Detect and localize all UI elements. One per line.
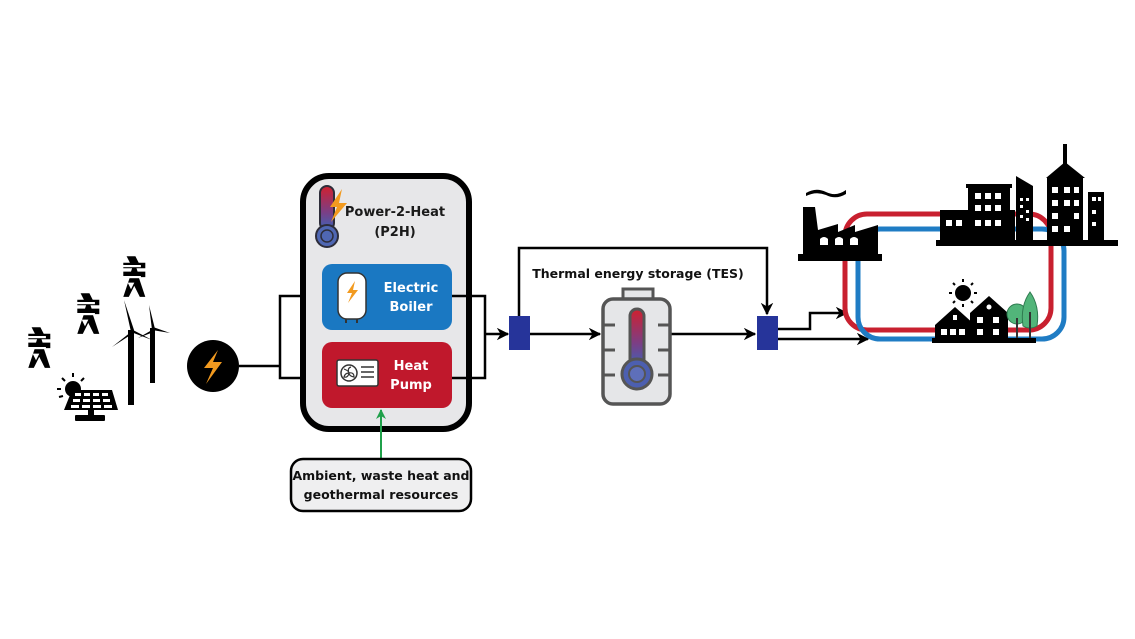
factory-icon (798, 189, 882, 261)
energy-sources (26, 256, 170, 421)
p2h-panel: Power-2-Heat (P2H) Electric Boiler (300, 173, 472, 432)
ambient-label-line1: Ambient, waste heat and (292, 468, 469, 483)
transmission-tower-icon (75, 293, 100, 334)
wind-turbine-icon (138, 305, 170, 383)
heat-pump-fan-icon (336, 359, 379, 387)
p2h-output-lines (452, 294, 510, 380)
electric-boiler-block[interactable]: Electric Boiler (322, 264, 452, 330)
transmission-tower-icon (26, 327, 51, 368)
lightning-bolt-icon (204, 350, 222, 384)
houses-icon (932, 279, 1039, 343)
transmission-tower-icon (121, 256, 146, 297)
solar-panel-icon (57, 373, 118, 421)
trees-icon (1006, 291, 1039, 338)
p2h-title: Power-2-Heat (345, 205, 445, 220)
thermometer-bolt-icon (315, 185, 347, 248)
heat-pump-label-line1: Heat (394, 359, 429, 374)
grid-electricity-node (187, 340, 239, 392)
wind-turbine-icon (112, 300, 152, 405)
boiler-label-line1: Electric (384, 281, 439, 296)
junction-right (757, 316, 778, 350)
boiler-label-line2: Boiler (390, 300, 434, 315)
heat-pump-label-line2: Pump (390, 378, 432, 393)
tes-lines (517, 246, 870, 346)
city-buildings-icon (936, 144, 1118, 246)
ambient-label-line2: geothermal resources (304, 487, 459, 502)
tes-label: Thermal energy storage (TES) (532, 266, 744, 281)
p2h-subtitle: (P2H) (374, 225, 415, 240)
junction-left (509, 316, 530, 350)
thermal-storage-tank-icon[interactable] (601, 287, 672, 406)
ambient-resources: Ambient, waste heat and geothermal resou… (289, 409, 473, 513)
heat-pump-block[interactable]: Heat Pump (322, 342, 452, 408)
water-heater-icon (337, 272, 367, 323)
sun-icon (949, 279, 977, 307)
